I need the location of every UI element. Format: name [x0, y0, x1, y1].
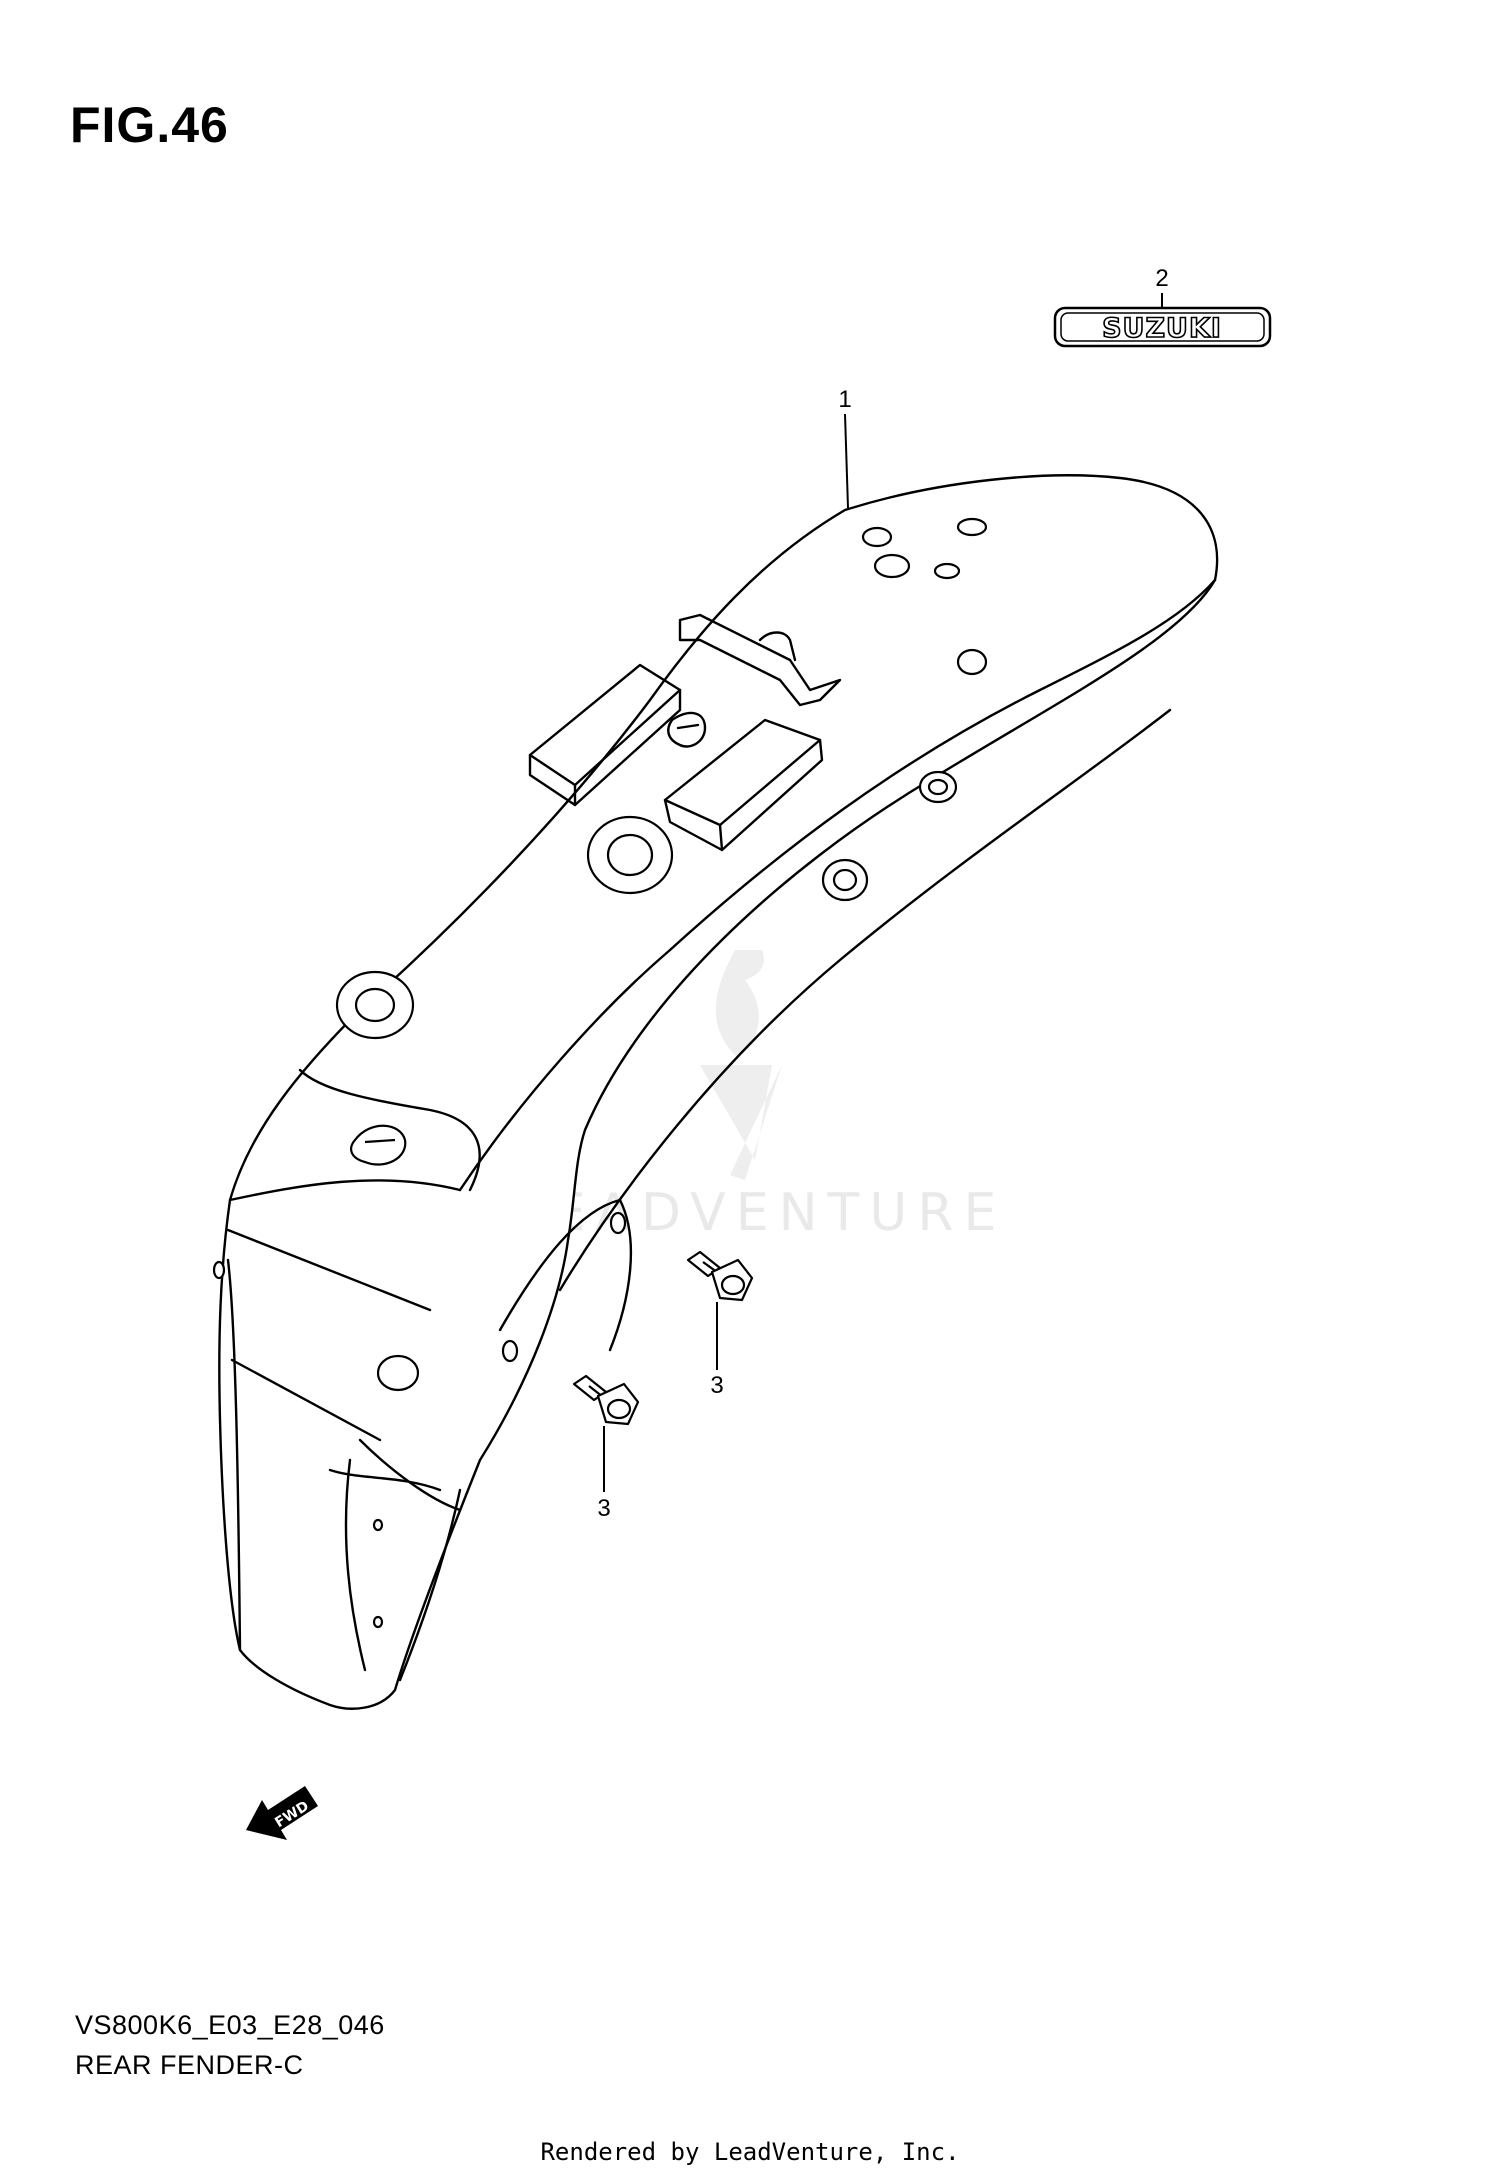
callout-1: 1: [838, 386, 851, 413]
callout-3-lower: 3: [597, 1495, 610, 1522]
emblem-text: SUZUKI: [1102, 313, 1222, 344]
callout-3-upper: 3: [710, 1372, 723, 1399]
rear-fender[interactable]: [218, 474, 1219, 1710]
figure-title: FIG.46: [70, 97, 229, 153]
watermark-text: LEADVENTURE: [514, 1183, 1007, 1243]
bolt-lower[interactable]: [572, 1374, 640, 1426]
suzuki-emblem[interactable]: SUZUKI: [1053, 306, 1272, 348]
bolt-upper[interactable]: [686, 1250, 754, 1302]
rendered-by: Rendered by LeadVenture, Inc.: [540, 2138, 960, 2166]
callout-2: 2: [1155, 265, 1168, 292]
diagram-code: VS800K6_E03_E28_046: [75, 2010, 385, 2040]
fwd-arrow-icon: FWD: [246, 1786, 318, 1840]
diagram-name: REAR FENDER-C: [75, 2050, 304, 2080]
fender-holes: [212, 517, 988, 1629]
